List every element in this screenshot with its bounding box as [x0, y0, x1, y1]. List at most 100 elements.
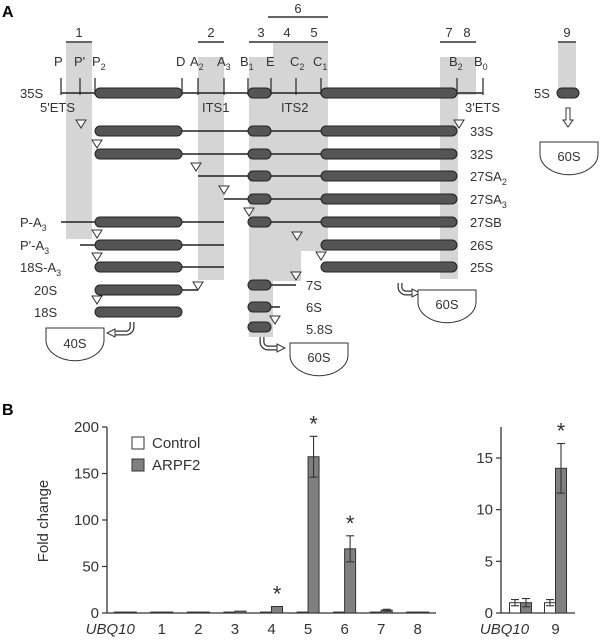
y-tick-label: 5: [485, 553, 493, 570]
bar-arpf2-8: [417, 611, 430, 614]
label-27sa2: 27SA2: [470, 169, 507, 187]
panel-a-label: A: [2, 4, 14, 21]
site-a3: A3: [217, 54, 231, 72]
label-27sa3: 27SA3: [470, 192, 507, 210]
region-label-7: 7: [445, 25, 452, 40]
label-27sb: 27SB: [470, 215, 502, 230]
label-its2: ITS2: [281, 100, 308, 115]
probe-region-2: [198, 57, 224, 280]
bar-arpf2-ubq10: [124, 611, 137, 614]
label-p-a3: P-A3: [20, 215, 47, 233]
bar-control-8: [406, 611, 419, 614]
bar-control-5: [296, 611, 309, 614]
x-tick-label: 4: [267, 621, 275, 638]
subunit-60s-right: [417, 289, 477, 324]
probe-region-8: [458, 57, 476, 95]
significance-star: *: [346, 511, 355, 536]
significance-star: *: [273, 581, 282, 606]
x-tick-label: 7: [377, 621, 385, 638]
label-pprime-a3: P'-A3: [20, 238, 49, 256]
label-40s: 40S: [63, 336, 86, 351]
intermediates-right: [75, 119, 465, 273]
label-its1: ITS1: [202, 100, 229, 115]
panel-b-label: B: [2, 402, 14, 419]
bar-arpf2-3: [234, 610, 247, 614]
x-tick-label: 5: [304, 621, 312, 638]
label-60s-right: 60S: [435, 297, 458, 312]
y-tick-label: 15: [476, 450, 493, 467]
region-label-2: 2: [207, 25, 214, 40]
precursor-35s: [61, 87, 483, 99]
x-tick-label: 8: [414, 621, 422, 638]
site-p2: P2: [92, 54, 106, 72]
legend-swatch-arpf2: [131, 458, 145, 472]
legend: Control ARPF2: [131, 435, 200, 474]
site-b0: B0: [474, 54, 488, 72]
bar-arpf2-2: [197, 611, 210, 614]
bar-control-2: [186, 611, 199, 614]
panel-a-rrna-processing-diagram: A 1 2 3 4 5: [2, 1, 599, 377]
small-rnas: [247, 271, 302, 333]
label-33s: 33S: [470, 124, 493, 139]
label-5s: 5S: [534, 86, 550, 101]
y-tick-label: 50: [82, 559, 99, 576]
bar-control-7: [369, 611, 382, 614]
site-a2: A2: [190, 54, 204, 72]
probe-region-9: [558, 43, 576, 98]
bar-control-6: [333, 611, 346, 614]
region-brackets: [66, 16, 576, 43]
y-tick-label: 10: [476, 502, 493, 519]
label-5ets: 5'ETS: [40, 100, 75, 115]
x-tick-label: 6: [340, 621, 348, 638]
significance-star: *: [557, 419, 566, 444]
site-b1: B1: [240, 54, 254, 72]
label-32s: 32S: [470, 147, 493, 162]
site-b2: B2: [449, 54, 463, 72]
site-p-prime: P': [74, 54, 85, 69]
label-18s-a3: 18S-A3: [20, 260, 61, 278]
site-d: D: [176, 54, 185, 69]
site-ticks: [60, 78, 484, 95]
y-tick-label: 0: [485, 605, 493, 622]
panel-b-bar-charts: B Fold change Control ARPF2 050100150200…: [2, 402, 575, 638]
label-26s: 26S: [470, 238, 493, 253]
region-label-9: 9: [563, 25, 570, 40]
bar-arpf2-5: [307, 456, 320, 614]
legend-swatch-control: [131, 436, 145, 450]
x-tick-label: 3: [231, 621, 239, 638]
bar-control-ubq10: [113, 611, 126, 614]
label-18s: 18S: [34, 305, 57, 320]
bar-control-1: [150, 611, 163, 614]
label-5-8s: 5.8S: [306, 322, 333, 337]
region-label-4: 4: [283, 25, 290, 40]
label-7s: 7S: [306, 278, 322, 293]
site-e: E: [266, 54, 275, 69]
significance-star: *: [309, 411, 318, 436]
label-3ets: 3'ETS: [465, 100, 500, 115]
intermediates-left: [61, 216, 224, 318]
region-label-1: 1: [75, 25, 82, 40]
subunit-60s-far-right: [539, 141, 599, 176]
y-tick-label: 150: [74, 466, 99, 483]
bar-control-4: [260, 611, 272, 614]
bar-arpf2-4: [271, 605, 283, 614]
probe-region-1: [66, 43, 92, 239]
subunit-40s: [45, 327, 105, 362]
site-p: P: [54, 54, 63, 69]
rna-5s: [556, 87, 580, 99]
arrow-5s-down: [562, 107, 574, 128]
label-20s: 20S: [34, 283, 57, 298]
probe-region-4: [273, 43, 301, 281]
subunit-60s-middle: [289, 342, 349, 377]
region-label-5: 5: [310, 25, 317, 40]
x-tick-label: UBQ10: [480, 621, 530, 638]
bar-control-3: [223, 611, 236, 614]
label-60s-middle: 60S: [307, 350, 330, 365]
probe-region-5: [301, 43, 328, 251]
x-tick-label: 2: [194, 621, 202, 638]
legend-label-arpf2: ARPF2: [152, 457, 200, 474]
region-label-8: 8: [463, 25, 470, 40]
bar-arpf2-1: [161, 611, 174, 614]
legend-label-control: Control: [152, 435, 200, 452]
